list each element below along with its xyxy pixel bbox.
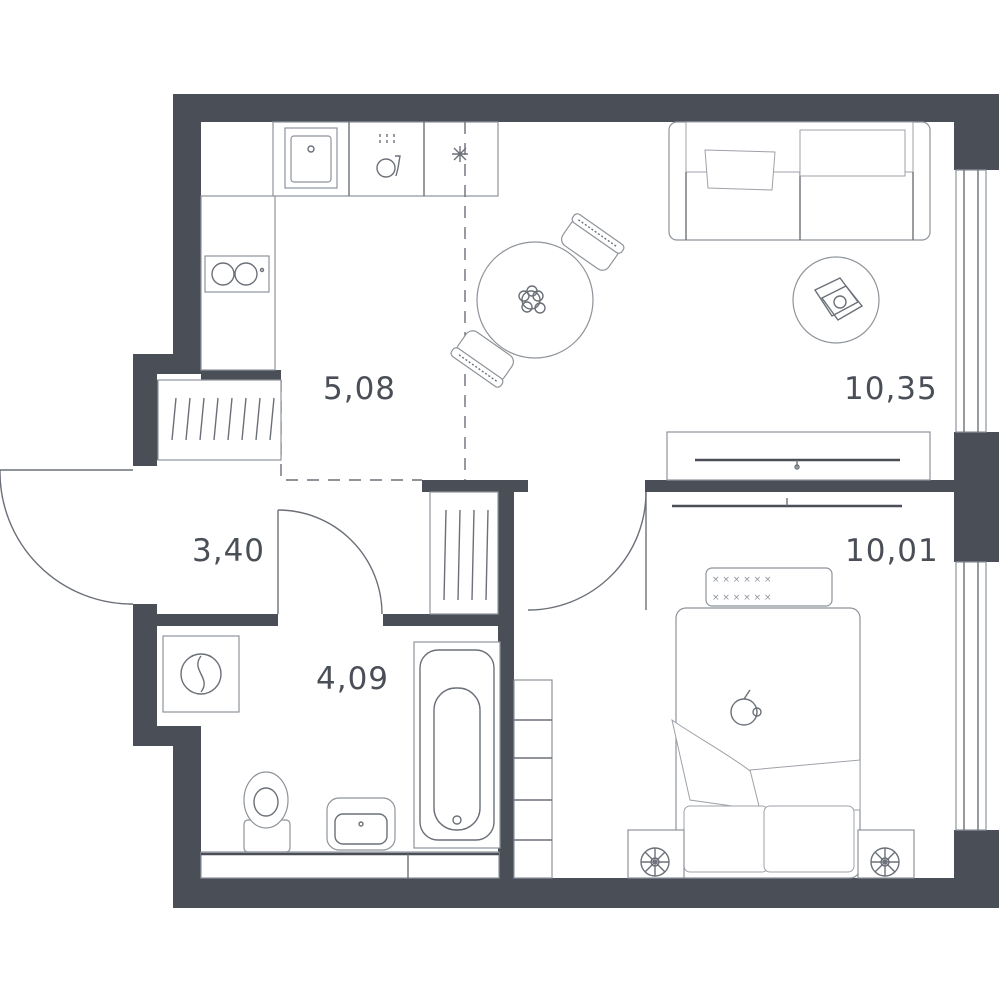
bedroom-tv: [672, 498, 902, 508]
pillow-icon: [730, 689, 762, 726]
bathtub-icon: [413, 641, 501, 849]
living-area-label: 10,35: [844, 371, 938, 407]
headboard: × × × × × × × × × × × ×: [705, 567, 833, 607]
bathroom-door: [277, 509, 383, 615]
sofa: [668, 121, 931, 241]
washing-machine-icon: [162, 635, 240, 713]
floor-lamp-icon: [640, 847, 670, 877]
bathroom-shelf: [200, 851, 500, 879]
svg-text:× × × × × ×: × × × × × ×: [712, 593, 772, 603]
fridge-icon: [452, 146, 468, 162]
windows: [955, 169, 987, 831]
bathroom-area-label: 4,09: [316, 661, 389, 697]
sink-icon: [284, 127, 338, 189]
hall-closet: [157, 379, 282, 461]
kitchen-area-label: 5,08: [323, 371, 396, 407]
svg-text:× × × × × ×: × × × × × ×: [712, 575, 772, 585]
entrance-door: [0, 469, 134, 605]
bedroom-door: [527, 491, 647, 611]
flower-vase-icon: [518, 285, 546, 314]
bedroom-area-label: 10,01: [845, 533, 939, 569]
chair: [450, 330, 514, 388]
floor-lamp-icon: [870, 847, 900, 877]
kitchen-counter: [200, 121, 499, 371]
nightstand: [627, 829, 685, 879]
cooktop-icon: [204, 255, 270, 293]
dining-table: [450, 213, 625, 388]
walls: [133, 94, 999, 908]
tv-stand: [666, 431, 931, 481]
hall-wardrobe: [429, 491, 499, 615]
toilet-icon: [243, 771, 291, 853]
hall-area-label: 3,40: [192, 533, 265, 569]
kitchen-zone-boundary: [280, 122, 466, 481]
coffee-table: [792, 256, 880, 344]
bed: [671, 607, 861, 879]
dishwasher-icon: [376, 134, 401, 178]
nightstand: [857, 829, 915, 879]
bedroom-wardrobe: [513, 679, 553, 879]
washbasin-icon: [326, 797, 396, 851]
chair: [561, 213, 625, 271]
